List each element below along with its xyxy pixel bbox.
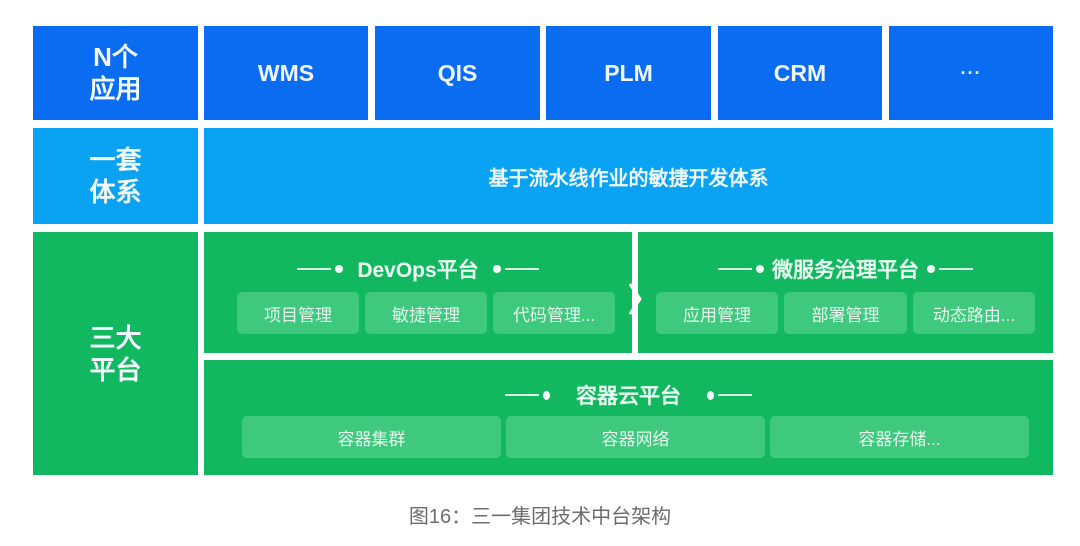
platforms-layer-label: 三大 平台 — [89, 322, 142, 385]
apps-layer-label-box: N个 应用 — [33, 26, 198, 120]
container-chip-1: 容器集群 — [242, 416, 501, 458]
app-cell-plm: PLM — [546, 26, 711, 120]
devops-title-row: DevOps平台 — [204, 254, 632, 284]
app-label: CRM — [773, 59, 827, 86]
app-cell-qis: QIS — [375, 26, 540, 120]
app-label: PLM — [604, 59, 653, 86]
container-chip-2: 容器网络 — [506, 416, 765, 458]
apps-layer-label: N个 应用 — [89, 42, 142, 104]
app-label: ··· — [960, 62, 982, 83]
app-label: WMS — [257, 59, 315, 86]
devops-chip-1: 项目管理 — [237, 292, 359, 334]
app-cell-wms: WMS — [204, 26, 368, 120]
system-layer-label-box: 一套 体系 — [33, 128, 198, 224]
app-cell-more: ··· — [889, 26, 1053, 120]
system-layer-label: 一套 体系 — [89, 145, 142, 207]
system-content: 基于流水线作业的敏捷开发体系 — [488, 167, 769, 190]
microservice-title: 微服务治理平台 — [772, 259, 919, 282]
decoration-left-icon — [718, 265, 764, 273]
decoration-right-icon — [707, 390, 752, 400]
decoration-right-icon — [492, 265, 539, 273]
decoration-left-icon — [297, 265, 344, 273]
container-panel: 容器云平台 容器集群 容器网络 容器存储... — [204, 360, 1053, 475]
decoration-left-icon — [505, 390, 550, 400]
devops-panel: DevOps平台 项目管理 敏捷管理 代码管理... — [204, 232, 632, 353]
app-cell-crm: CRM — [718, 26, 882, 120]
devops-chip-3: 代码管理... — [493, 292, 615, 334]
figure-caption: 图16：三一集团技术中台架构 — [408, 506, 672, 528]
container-chip-3: 容器存储... — [770, 416, 1029, 458]
app-label: QIS — [437, 59, 478, 86]
microservice-chip-2: 部署管理 — [784, 292, 907, 334]
system-content-box: 基于流水线作业的敏捷开发体系 — [204, 128, 1053, 224]
platforms-layer-label-box: 三大 平台 — [33, 232, 198, 475]
container-title: 容器云平台 — [576, 385, 681, 408]
microservice-chip-3: 动态路由... — [913, 292, 1035, 334]
devops-title: DevOps平台 — [357, 259, 479, 282]
devops-chip-2: 敏捷管理 — [365, 292, 487, 334]
microservice-title-row: 微服务治理平台 — [638, 254, 1053, 284]
decoration-right-icon — [927, 265, 973, 273]
microservice-chip-1: 应用管理 — [656, 292, 778, 334]
microservice-panel: 微服务治理平台 应用管理 部署管理 动态路由... — [638, 232, 1053, 353]
chevron-right-icon — [628, 283, 642, 315]
container-title-row: 容器云平台 — [204, 380, 1053, 410]
